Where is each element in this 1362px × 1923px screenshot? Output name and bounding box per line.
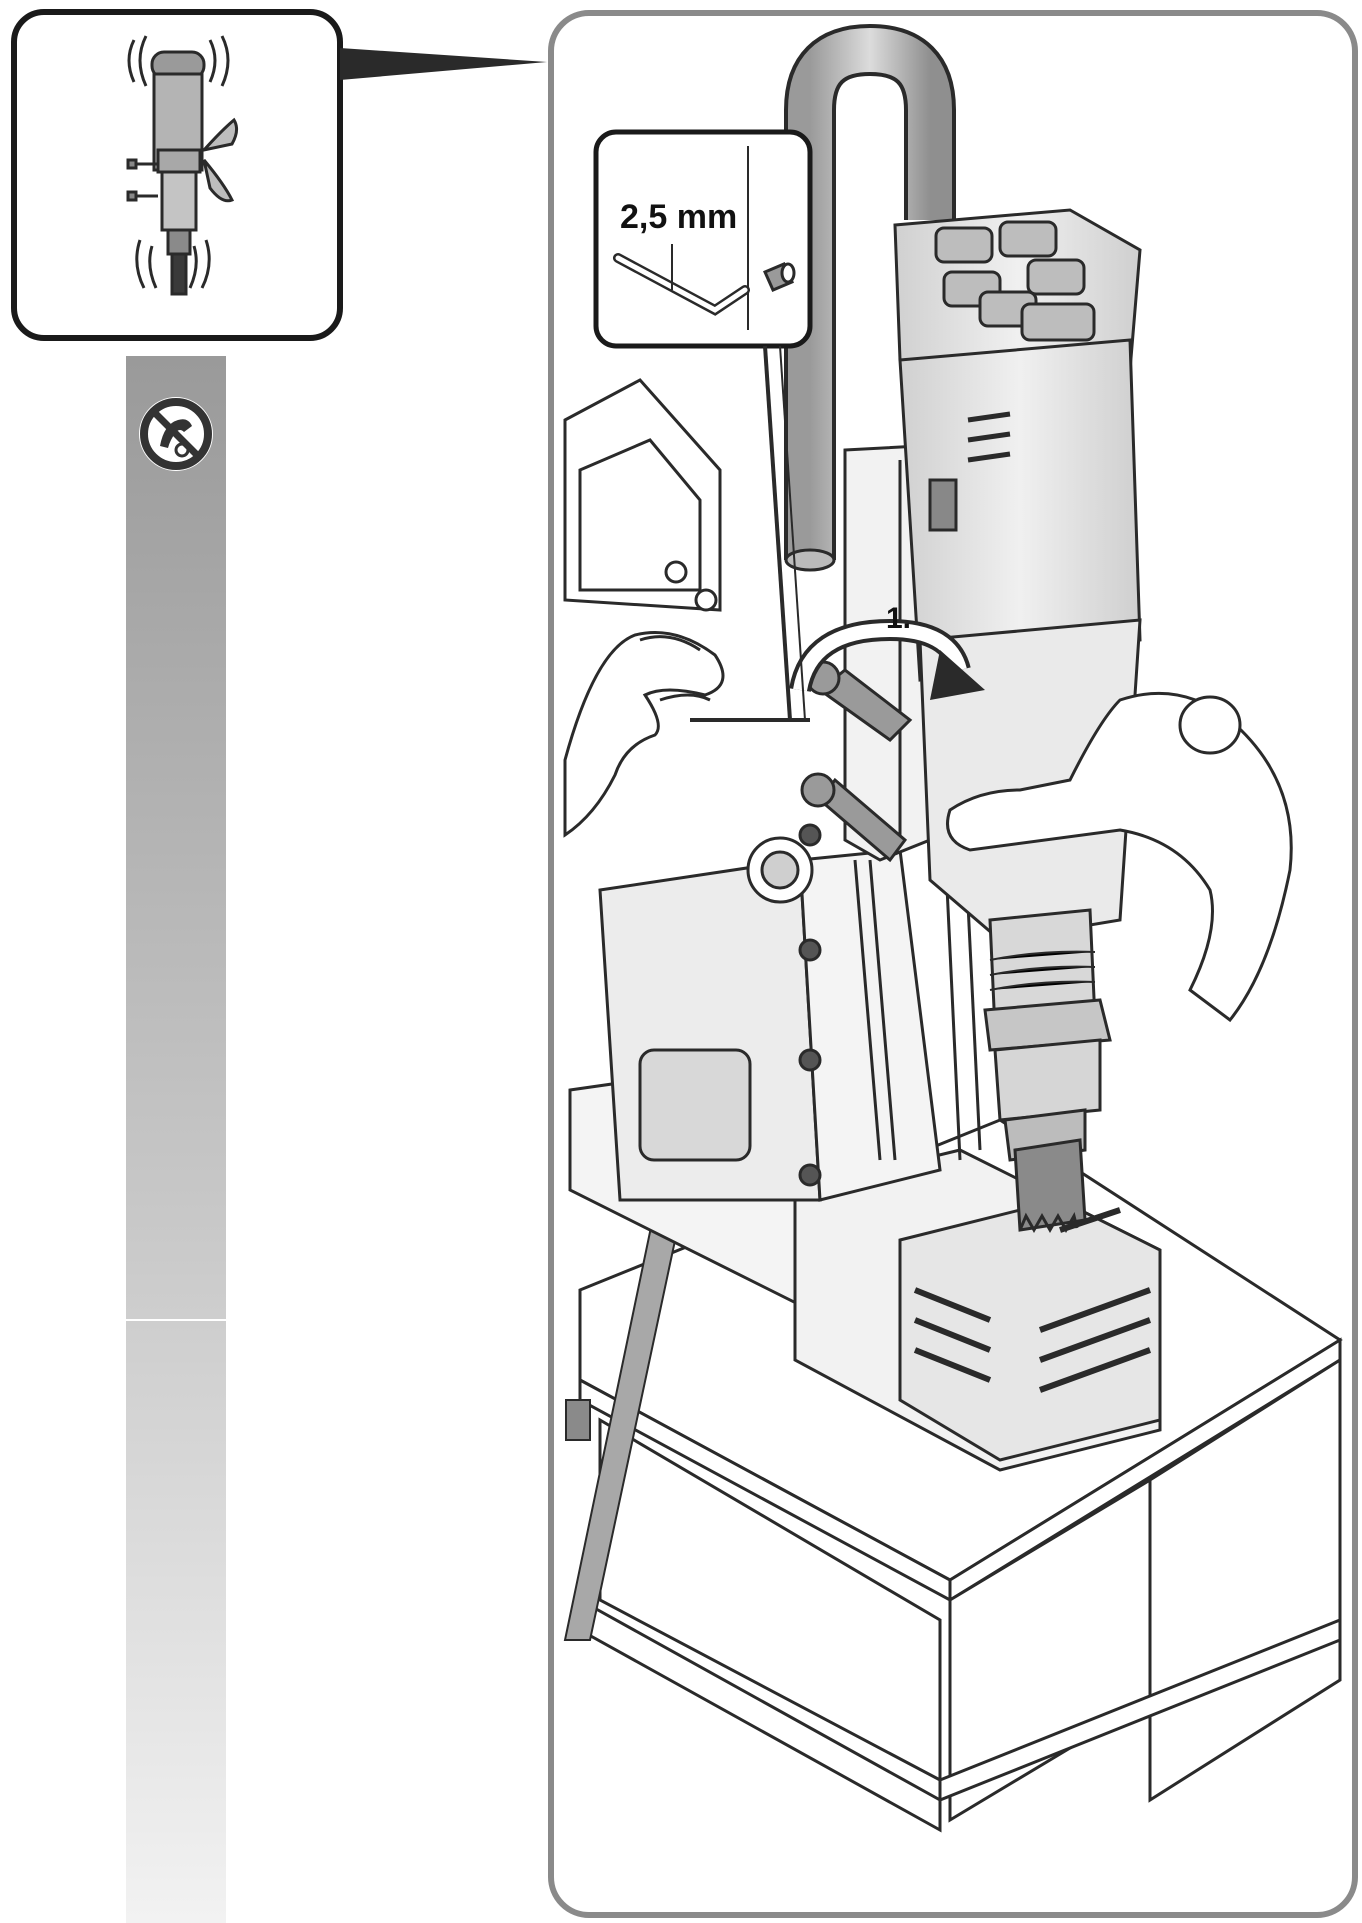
- background-machine: [563, 378, 722, 612]
- callout-leader-2: [779, 345, 806, 721]
- drill-stand-base: [568, 1078, 1162, 1472]
- drill-stand-column: [598, 823, 942, 1202]
- side-bar: [126, 356, 226, 1923]
- no-hand-prohibition-icon: [139, 397, 213, 471]
- feed-levers: [800, 660, 913, 863]
- drill-motor: [893, 208, 1142, 1234]
- rotation-arrow: [789, 618, 985, 700]
- inset-pointer: [340, 48, 547, 80]
- step-number-label: 1.: [886, 602, 911, 635]
- hex-key-icon-inner: [615, 255, 748, 313]
- wrench-size-label: 2,5 mm: [620, 198, 737, 236]
- callout-leader: [763, 345, 792, 721]
- carry-handle: [784, 23, 956, 572]
- hands: [563, 631, 1293, 1023]
- hex-key-callout-box: [593, 129, 813, 349]
- set-screw-icon: [763, 262, 796, 292]
- vibrating-drill-icon: [126, 35, 239, 296]
